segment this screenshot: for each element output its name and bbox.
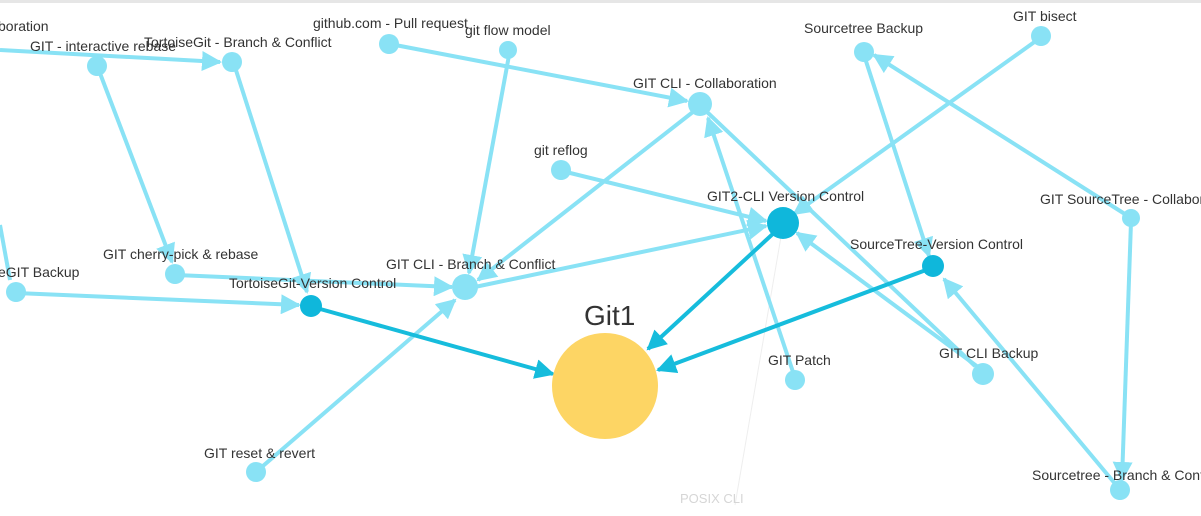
node-reset-revert[interactable] bbox=[246, 462, 266, 482]
graph-svg[interactable]: boration GIT - interactive rebase Tortoi… bbox=[0, 3, 1201, 511]
node-sourcetree-branch-conflict[interactable] bbox=[1110, 480, 1130, 500]
edge-branch-conflict-to-git2-cli bbox=[469, 219, 768, 290]
edges-light bbox=[0, 36, 1133, 488]
label-git-flow-model: git flow model bbox=[465, 22, 551, 38]
label-reset-revert: GIT reset & revert bbox=[204, 445, 315, 461]
label-sourcetree-vc: SourceTree-Version Control bbox=[850, 236, 1023, 252]
edge-collabora-to-sourcetree-backup bbox=[872, 53, 1130, 218]
node-interactive-rebase[interactable] bbox=[87, 56, 107, 76]
edge-boration-to-tortoisegit-branch bbox=[0, 48, 222, 72]
node-cli-branch-conflict[interactable] bbox=[452, 274, 478, 300]
edge-git2-cli-to-git1 bbox=[646, 229, 778, 351]
edge-left-edge-to-egit-backup bbox=[0, 224, 12, 281]
label-git2-cli-vc: GIT2-CLI Version Control bbox=[707, 188, 864, 204]
label-cli-collaboration: GIT CLI - Collaboration bbox=[633, 75, 777, 91]
node-pull-request[interactable] bbox=[379, 34, 399, 54]
label-interactive-rebase: GIT - interactive rebase bbox=[30, 38, 176, 54]
labels: boration GIT - interactive rebase Tortoi… bbox=[0, 8, 1201, 506]
label-sourcetree-backup: Sourcetree Backup bbox=[804, 20, 923, 36]
node-cli-collaboration[interactable] bbox=[688, 92, 712, 116]
label-git1: Git1 bbox=[584, 300, 635, 331]
edge-collaboration-to-branch-conflict bbox=[476, 106, 700, 282]
edge-sourcetree-branch-to-sourcetree-vc bbox=[942, 277, 1119, 488]
edge-collaboration-to-cli-backup bbox=[704, 109, 977, 368]
edge-patch-to-collaboration bbox=[704, 116, 797, 379]
edge-git-flow-to-branch-conflict bbox=[462, 49, 512, 275]
edge-tortoisegit-vc-to-git1 bbox=[312, 305, 555, 379]
edge-cli-backup-to-git2-cli bbox=[795, 231, 984, 372]
label-tortoisegit-branch-conflict: TortoiseGit - Branch & Conflict bbox=[144, 34, 332, 50]
node-git1-center[interactable] bbox=[552, 333, 658, 439]
label-git-patch: GIT Patch bbox=[768, 352, 831, 368]
label-pull-request: github.com - Pull request bbox=[313, 15, 468, 31]
node-git-flow-model[interactable] bbox=[499, 41, 517, 59]
node-git-bisect[interactable] bbox=[1031, 26, 1051, 46]
edge-egit-backup-to-tortoisegit-vc bbox=[15, 291, 301, 315]
edge-pull-request-to-collaboration bbox=[389, 42, 689, 108]
edges-dark bbox=[312, 229, 927, 379]
label-sourcetree-branch-conflict: Sourcetree - Branch & Confli bbox=[1032, 467, 1201, 483]
edge-sourcetree-vc-to-git1 bbox=[656, 268, 927, 374]
edge-tortoisegit-branch-to-tortoisegit-vc bbox=[232, 63, 312, 294]
edge-collabora-to-sourcetree-branch bbox=[1112, 221, 1133, 482]
node-git2-cli-vc[interactable] bbox=[767, 207, 799, 239]
nodes bbox=[6, 26, 1140, 500]
node-sourcetree-vc[interactable] bbox=[922, 255, 944, 277]
edge-reflog-to-git2-cli bbox=[561, 169, 768, 227]
edge-reset-revert-to-branch-conflict bbox=[254, 298, 457, 474]
node-sourcetree-backup[interactable] bbox=[854, 42, 874, 62]
label-boration: boration bbox=[0, 18, 49, 34]
label-cli-backup: GIT CLI Backup bbox=[939, 345, 1039, 361]
label-cli-branch-conflict: GIT CLI - Branch & Conflict bbox=[386, 256, 555, 272]
label-posix-cli: POSIX CLI bbox=[680, 491, 744, 506]
edge-interactive-rebase-to-cherry-pick bbox=[96, 67, 175, 264]
faint-edges bbox=[734, 224, 784, 506]
label-cherry-pick-rebase: GIT cherry-pick & rebase bbox=[103, 246, 259, 262]
node-sourcetree-collabora[interactable] bbox=[1122, 209, 1140, 227]
label-egit-backup: eGIT Backup bbox=[0, 264, 80, 280]
node-git-reflog[interactable] bbox=[551, 160, 571, 180]
node-tortoisegit-branch-conflict[interactable] bbox=[222, 52, 242, 72]
edge-bisect-to-git2-cli bbox=[792, 36, 1042, 216]
node-cli-backup[interactable] bbox=[972, 363, 994, 385]
node-cherry-pick-rebase[interactable] bbox=[165, 264, 185, 284]
edge-cherry-pick-to-branch-conflict bbox=[175, 273, 454, 297]
label-git-reflog: git reflog bbox=[534, 142, 588, 158]
label-sourcetree-collabora: GIT SourceTree - Collabora bbox=[1040, 191, 1201, 207]
node-git-patch[interactable] bbox=[785, 370, 805, 390]
node-tortoisegit-vc[interactable] bbox=[300, 295, 322, 317]
label-tortoisegit-vc: TortoiseGit-Version Control bbox=[229, 275, 396, 291]
node-egit-backup[interactable] bbox=[6, 282, 26, 302]
edge-sourcetree-backup-to-sourcetree-vc bbox=[862, 54, 933, 258]
label-git-bisect: GIT bisect bbox=[1013, 8, 1077, 24]
